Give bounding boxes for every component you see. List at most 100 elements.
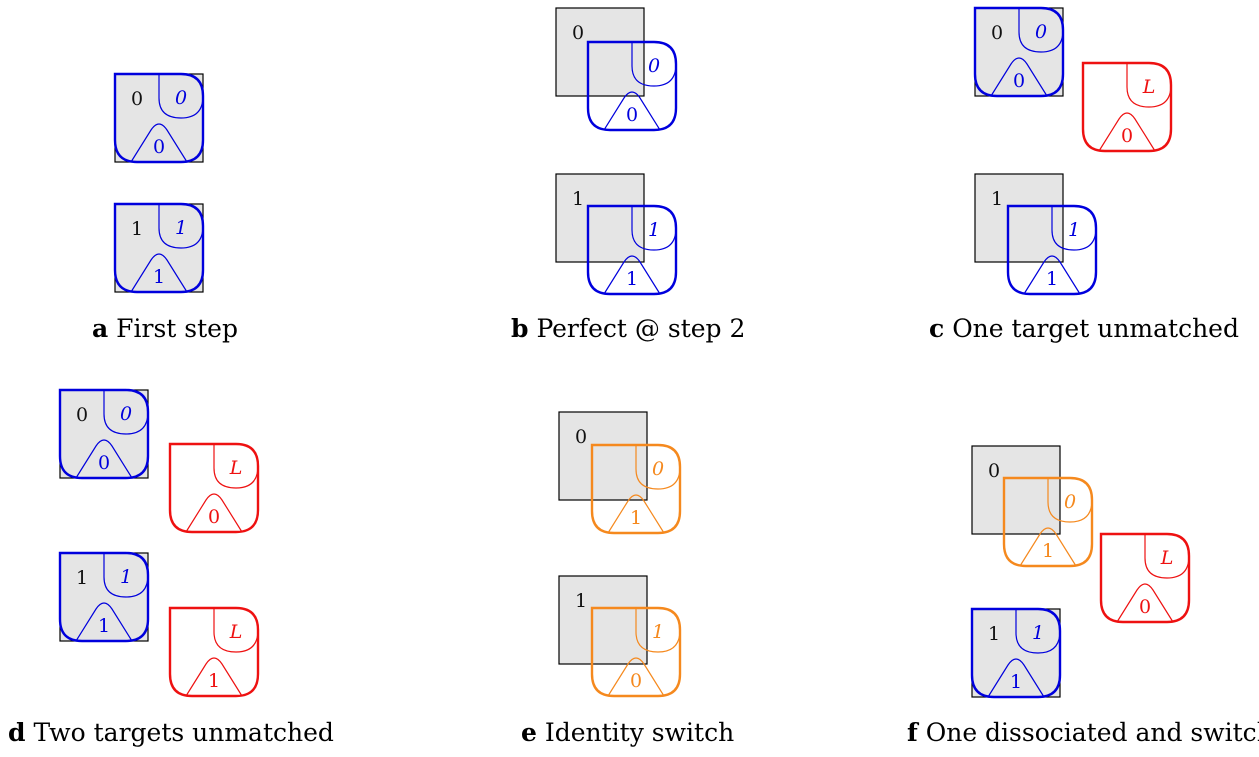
- panel-d-hypothesis-0: 00: [58, 388, 150, 480]
- gt-id-arch: [1116, 583, 1174, 623]
- ground-truth-id: 0: [575, 426, 587, 448]
- caption-panel-e: e Identity switch: [521, 720, 734, 745]
- caption-panel-a: a First step: [92, 316, 238, 341]
- assigned-id-tag: [631, 206, 677, 251]
- ground-truth-id: 0: [76, 404, 88, 426]
- ground-truth-id: 1: [988, 623, 1000, 645]
- caption-letter: a: [92, 314, 109, 343]
- caption-panel-d: d Two targets unmatched: [8, 720, 334, 745]
- assigned-id: 1: [120, 566, 132, 588]
- assigned-id: 1: [1068, 219, 1080, 241]
- assigned-id-tag: [213, 608, 259, 653]
- hypothesis-box: [1006, 204, 1098, 296]
- gt-id: 0: [208, 506, 220, 528]
- assigned-id: 1: [652, 621, 664, 643]
- hypothesis-box: [1099, 532, 1191, 624]
- caption-text: One dissociated and switch: [925, 718, 1259, 747]
- hypothesis-box: [970, 607, 1062, 699]
- gt-id: 0: [1121, 125, 1133, 147]
- ground-truth-id: 1: [131, 218, 143, 240]
- hypothesis-box: [586, 40, 678, 132]
- panel-f-hypothesis-unmatched: L0: [1099, 532, 1191, 624]
- caption-letter: f: [907, 718, 918, 747]
- hypothesis-box: [168, 442, 260, 534]
- hypothesis-box: [58, 551, 150, 643]
- hypothesis-box: [1002, 476, 1094, 568]
- gt-id: 1: [98, 615, 110, 637]
- ground-truth-id: 0: [131, 88, 143, 110]
- assigned-id: 1: [1032, 622, 1044, 644]
- ground-truth-box: [558, 411, 648, 501]
- gt-id: 0: [98, 452, 110, 474]
- assigned-id: 0: [1064, 491, 1076, 513]
- assigned-id: 0: [120, 403, 132, 425]
- gt-id-arch: [185, 493, 243, 533]
- ground-truth-box: [555, 7, 645, 97]
- gt-id-arch: [1098, 112, 1156, 152]
- gt-id: 0: [153, 136, 165, 158]
- ground-truth-id: 1: [575, 590, 587, 612]
- hypothesis-box: [590, 443, 682, 535]
- assigned-id-tag: [1018, 8, 1064, 53]
- hypothesis-box: [113, 72, 205, 164]
- panel-a-hypothesis-0: 00: [113, 72, 205, 164]
- assigned-id-tag: [103, 390, 149, 435]
- assigned-id: L: [229, 457, 243, 479]
- gt-id: 1: [1010, 671, 1022, 693]
- ground-truth-id: 1: [76, 567, 88, 589]
- ground-truth-id: 1: [572, 188, 584, 210]
- assigned-id: 0: [648, 55, 660, 77]
- assigned-id: 0: [1035, 21, 1047, 43]
- caption-text: One target unmatched: [952, 314, 1239, 343]
- panel-f-hypothesis-0: 01: [1002, 476, 1094, 568]
- gt-id: 1: [208, 670, 220, 692]
- assigned-id: 1: [648, 219, 660, 241]
- assigned-id-tag: [1015, 609, 1061, 654]
- assigned-id-tag: [635, 445, 681, 490]
- ground-truth-id: 0: [988, 460, 1000, 482]
- caption-panel-b: b Perfect @ step 2: [511, 316, 745, 341]
- panel-f-ground-truth-0: 0: [971, 445, 1061, 535]
- gt-id-arch: [185, 657, 243, 697]
- gt-id-arch: [1023, 255, 1081, 295]
- panel-e-ground-truth-1: 1: [558, 575, 648, 665]
- ground-truth-box: [558, 575, 648, 665]
- hypothesis-box: [973, 6, 1065, 98]
- assigned-id-tag: [635, 608, 681, 653]
- gt-id: 1: [626, 268, 638, 290]
- gt-id: 1: [630, 507, 642, 529]
- gt-id-arch: [75, 602, 133, 642]
- panel-d-hypothesis-1: 11: [58, 551, 150, 643]
- panel-c-hypothesis-unmatched: L0: [1081, 61, 1173, 153]
- gt-id-arch: [130, 253, 188, 293]
- caption-panel-c: c One target unmatched: [929, 316, 1239, 341]
- caption-letter: b: [511, 314, 529, 343]
- gt-id-arch: [990, 57, 1048, 97]
- assigned-id-tag: [1051, 206, 1097, 251]
- assigned-id: 1: [175, 217, 187, 239]
- assigned-id: L: [1142, 76, 1156, 98]
- panel-a-hypothesis-1: 11: [113, 202, 205, 294]
- panel-b-hypothesis-1: 11: [586, 204, 678, 296]
- hypothesis-box: [58, 388, 150, 480]
- gt-id-arch: [603, 91, 661, 131]
- panel-e-hypothesis-1: 10: [590, 606, 682, 698]
- caption-letter: d: [8, 718, 26, 747]
- panel-e-ground-truth-0: 0: [558, 411, 648, 501]
- gt-id-arch: [987, 658, 1045, 698]
- ground-truth-box: [974, 173, 1064, 263]
- gt-id: 1: [153, 266, 165, 288]
- assigned-id-tag: [103, 553, 149, 598]
- assigned-id: 0: [175, 87, 187, 109]
- gt-id-arch: [607, 494, 665, 534]
- hypothesis-box: [168, 606, 260, 698]
- assigned-id-tag: [1126, 63, 1172, 108]
- ground-truth-id: 0: [572, 22, 584, 44]
- caption-text: Two targets unmatched: [33, 718, 334, 747]
- assigned-id: L: [1160, 547, 1174, 569]
- panel-e-hypothesis-0: 01: [590, 443, 682, 535]
- gt-id: 0: [626, 104, 638, 126]
- panel-c-hypothesis-1: 11: [1006, 204, 1098, 296]
- hypothesis-box: [113, 202, 205, 294]
